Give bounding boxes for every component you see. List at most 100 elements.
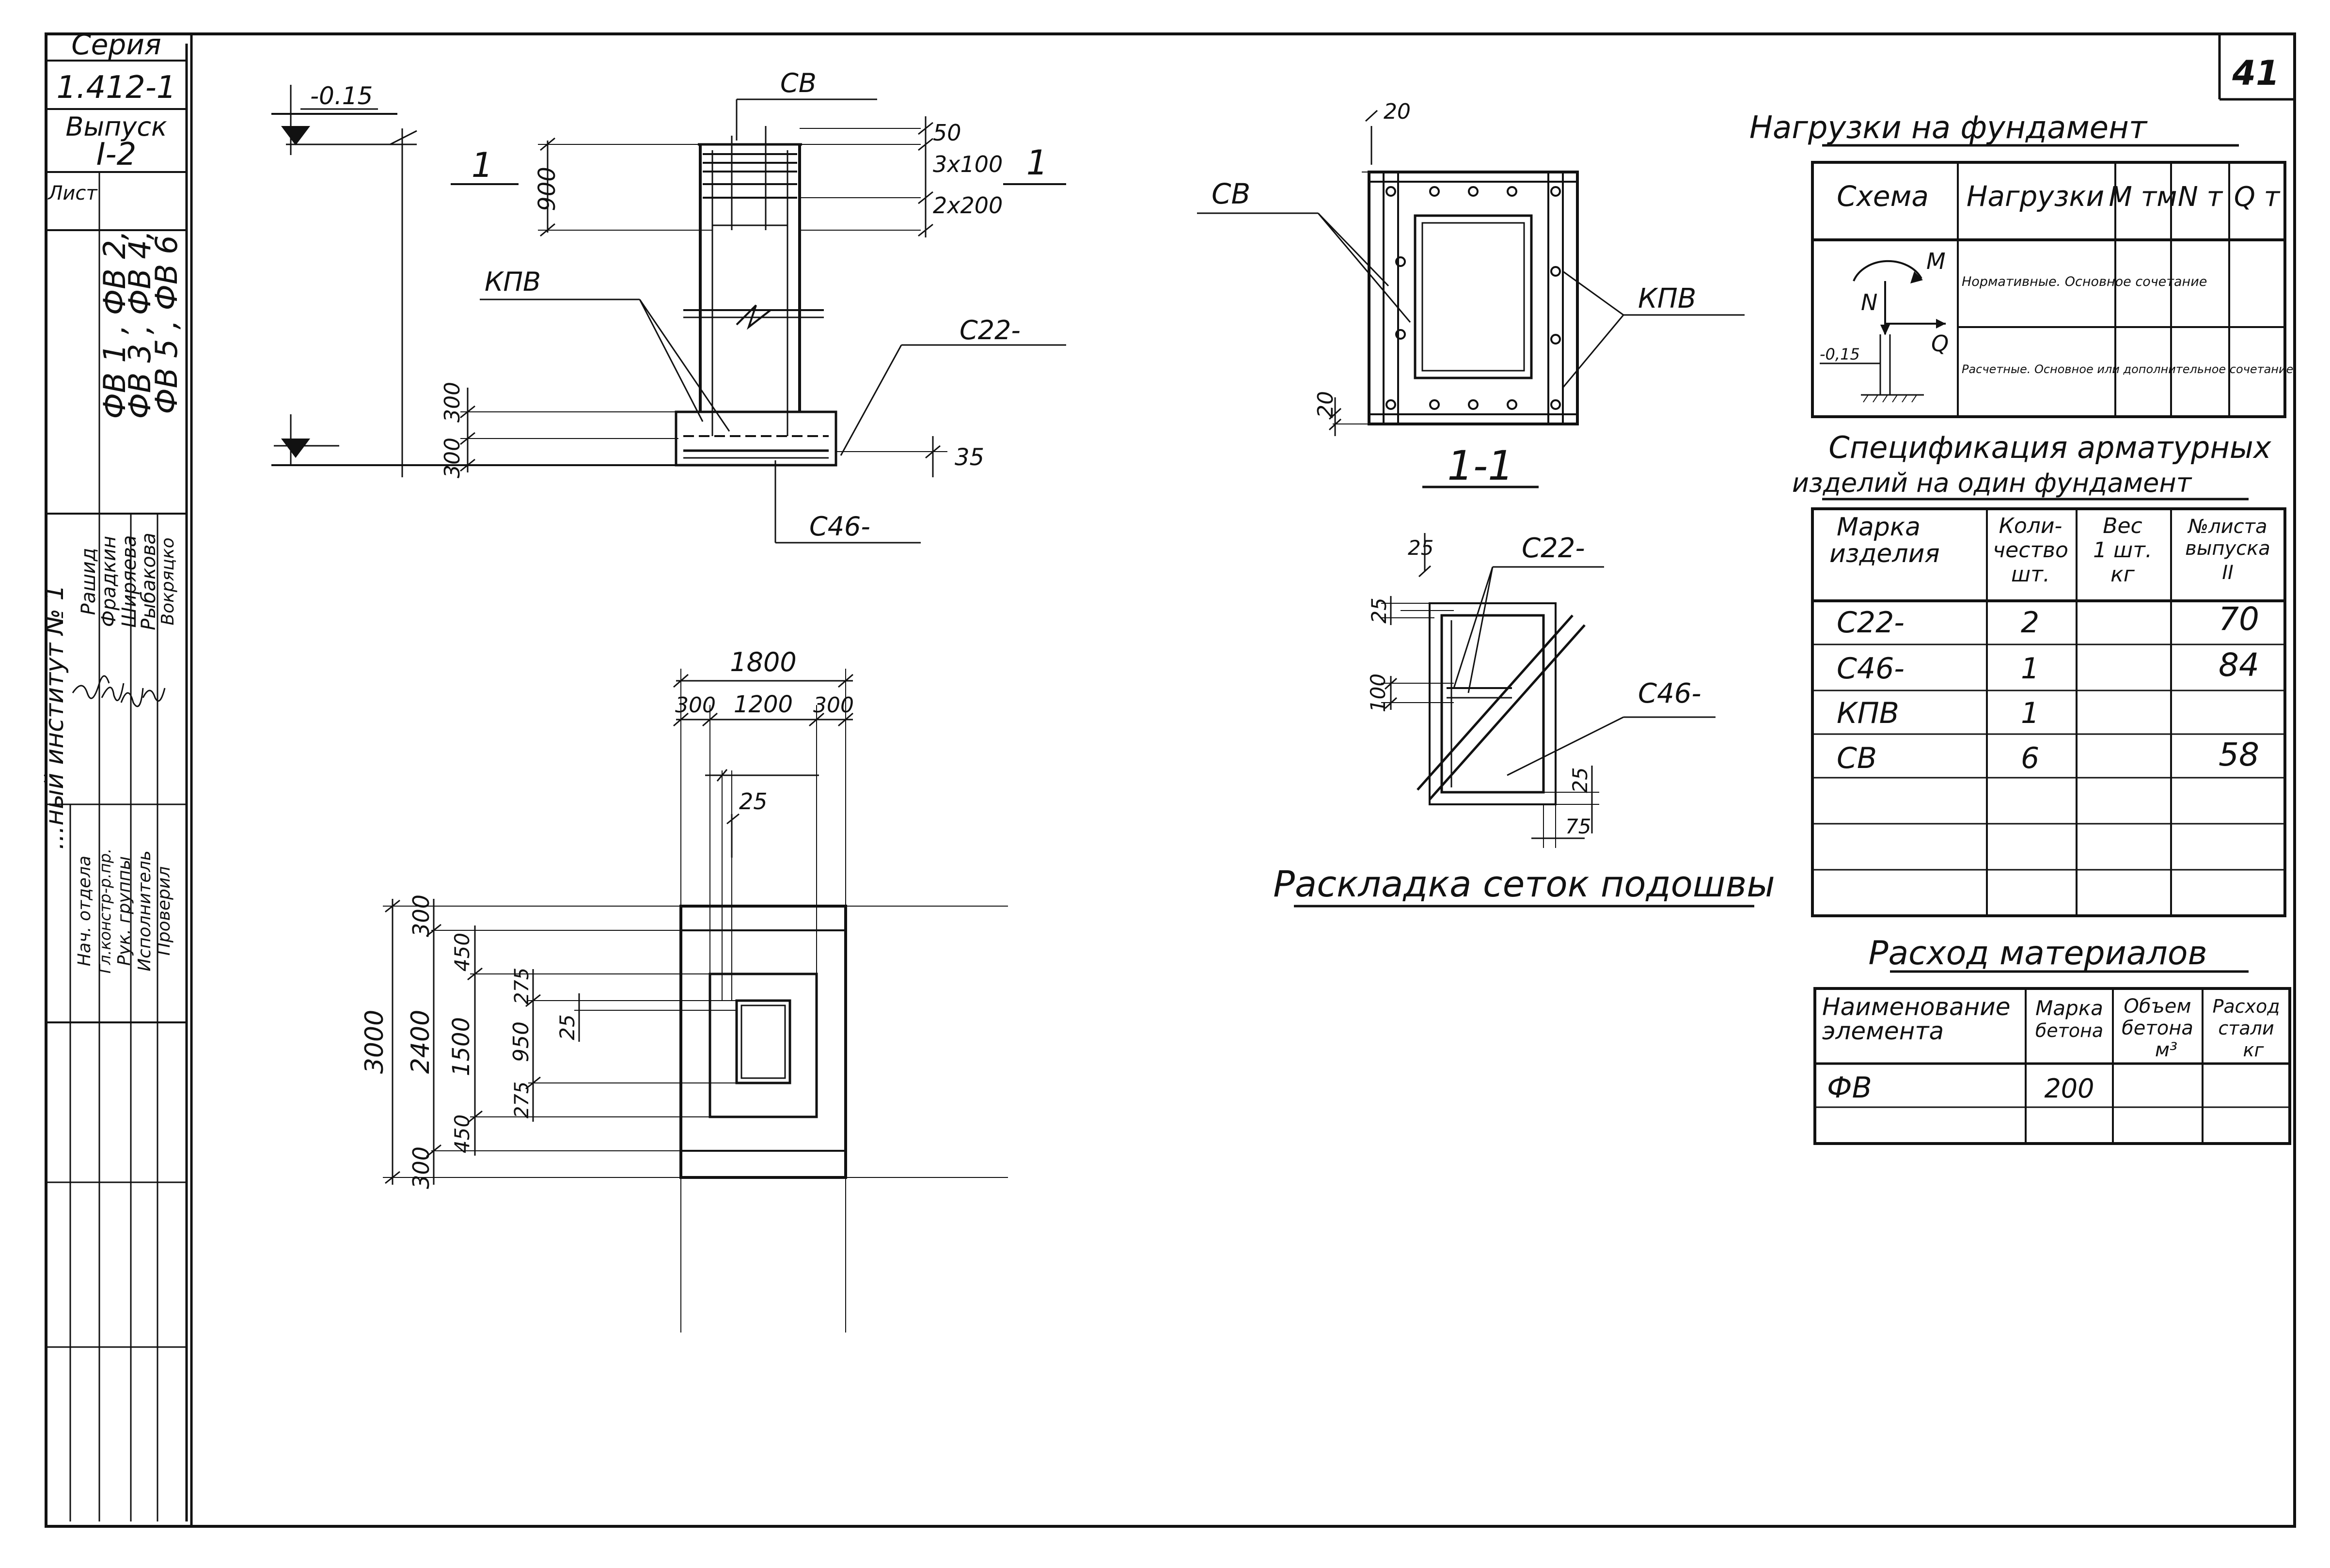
mark-line-2: ФВ 3 , ФВ 4, [122,231,157,419]
plan-dim-2400: 2400 [406,1010,435,1074]
plan-dims-left: 3000 300 2400 300 450 1500 450 275 950 2… [360,894,1008,1189]
dim-300-lower: 300 [440,438,465,478]
mesh-label-c46: С46- [1638,678,1701,709]
mark-line-1: ФВ 1 , ФВ 2, [97,231,132,419]
schema-label-m: М [1926,248,1946,274]
level-label: -0.15 [310,82,373,110]
dims-right-column: 50 3x100 2x200 35 [800,116,1003,477]
plan-dim-300-top: 300 [408,894,434,937]
loads-table: Нагрузки на фундамент Схема Нагрузки М т… [1749,110,2293,418]
materials-header-volume-1: Объем [2124,995,2191,1018]
mesh-title: Раскладка сеток подошвы [1273,863,1775,905]
loads-header-loads: Нагрузки [1967,180,2104,213]
title-stamp: Серия 1.412-1 Выпуск I-2 Лист ФВ 1 , ФВ … [40,28,187,1521]
mesh-dim-75: 75 [1565,815,1591,838]
dim-50: 50 [933,120,961,146]
spec-header-mark-1: Марка [1837,513,1921,542]
issue-value: I-2 [96,137,137,172]
plan-dim-300-bottom: 300 [408,1146,434,1189]
name-1: Рашид [78,548,100,615]
plan-dim-275-top: 275 [511,968,533,1004]
spec-title-line1: Спецификация арматурных [1828,430,2271,465]
section-label-cb: СВ [1212,177,1250,210]
plan-dim-1500: 1500 [448,1017,475,1076]
spec-row-4-sheet: 58 [2219,736,2259,773]
loads-row-design: Расчетные. Основное или дополнительное с… [1962,362,2293,376]
dim-900: 900 [534,167,561,211]
sheet-frame [45,32,2296,1528]
schema-label-n: N [1861,289,1877,315]
plan-dim-450-bottom: 450 [450,1114,474,1153]
plan-dim-3000: 3000 [360,1010,389,1074]
rebar-dots [1385,186,1561,410]
section-mark-right: 1 [1026,143,1048,183]
mesh-dim-25-left: 25 [1367,597,1391,623]
plan-dim-275-bottom: 275 [511,1082,533,1118]
label-cb: СВ [780,68,817,98]
level-mark-top [271,85,417,155]
loads-title: Нагрузки на фундамент [1749,110,2148,146]
loads-header-q: Q т [2234,181,2281,213]
materials-header-grade-2: бетона [2035,1020,2103,1041]
mesh-dim-25-right: 25 [1568,767,1592,793]
sheet-number: 41 [2232,53,2279,93]
series-value: 1.412-1 [56,70,176,106]
materials-header-name-2: элемента [1822,1017,1944,1045]
name-3: Ширяева [118,535,141,628]
mesh-dim-25-top: 25 [1408,536,1433,560]
issue-label: Выпуск [65,111,167,142]
sheet-number-box: 41 [2218,34,2295,101]
plan-dim-1200: 1200 [734,691,793,718]
spec-row-3-mark: КПВ [1837,696,1899,730]
section-dim-20-bottom: 20 [1313,391,1338,418]
materials-header-volume-3: м³ [2155,1039,2177,1061]
spec-header-qty-1: Коли- [1999,514,2062,538]
spec-header-qty-2: чество [1993,538,2068,563]
dims-left-column: 900 300 300 [440,137,712,478]
materials-header-name-1: Наименование [1822,993,2011,1021]
spec-header-sheet-2: выпуска [2185,537,2270,560]
name-5: Вокряцко [158,537,178,625]
signatures [72,675,166,707]
spec-row-3-qty: 1 [2021,696,2039,730]
materials-header-steel-1: Расход [2212,996,2280,1017]
label-c46: С46- [809,511,870,542]
materials-title: Расход материалов [1868,934,2207,972]
spec-header-sheet-3: II [2222,562,2234,584]
loads-row-normative: Нормативные. Основное сочетание [1962,274,2207,289]
spec-row-4-qty: 6 [2021,741,2039,775]
dim-35: 35 [955,444,984,471]
spec-row-1-sheet: 70 [2219,600,2259,638]
loads-schema-sketch: М N Q -0,15 [1820,248,1949,403]
section-label-kpv: КПВ [1638,283,1696,314]
plan-dim-25-left: 25 [555,1014,579,1040]
section-mark-1-left: 1 [451,145,519,185]
dim-3x100: 3x100 [933,151,1003,177]
label-kpv: КПВ [485,267,541,297]
role-1: Нач. отдела [75,856,94,966]
section-title: 1-1 [1447,442,1513,489]
spec-header-sheet-1: №листа [2188,516,2267,538]
role-5: Проверил [154,866,174,956]
elevation-view: -0.15 [271,68,1066,544]
role-2: Гл.констр-р.пр. [96,848,114,973]
materials-header-volume-2: бетона [2122,1017,2193,1039]
plan-dim-950: 950 [509,1021,534,1062]
section-mark-1-right: 1 [1003,143,1066,185]
plan-dim-1800: 1800 [730,647,796,677]
spec-row-1-mark: С22- [1837,606,1905,640]
role-4: Исполнитель [135,850,155,972]
materials-header-steel-2: стали [2218,1018,2274,1039]
plan-dim-450-top: 450 [450,933,474,972]
level-mark-bottom [271,414,688,466]
schema-label-level: -0,15 [1820,345,1860,363]
schema-label-q: Q [1931,330,1949,357]
plan-dim-300-left: 300 [675,693,716,718]
section-dim-20-top: 20 [1384,99,1411,124]
plan-dim-300-right: 300 [813,693,854,718]
spec-header-qty-3: шт. [2011,562,2050,587]
spec-header-weight-3: кг [2110,562,2135,587]
loads-header-n: N т [2178,181,2223,213]
plan-view: 1800 300 1200 300 25 3000 [360,647,1008,1333]
